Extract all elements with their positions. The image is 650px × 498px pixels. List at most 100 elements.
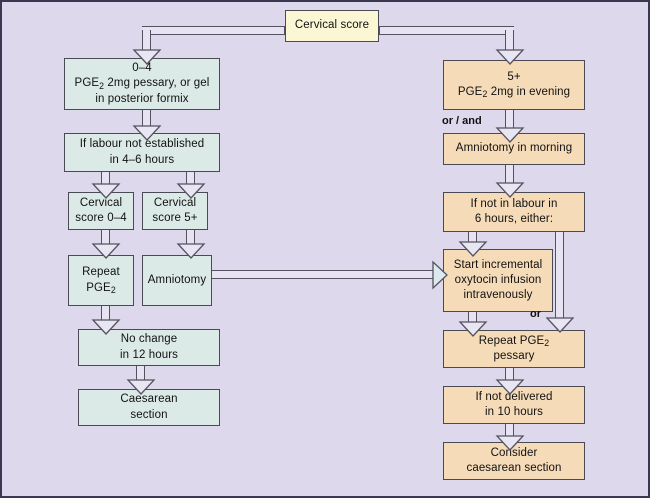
arrowhead-labour-to-score-low (91, 183, 121, 199)
arrowhead-amniotomy-to-oxytocin (432, 260, 448, 290)
node-label: Cervical score 5+ (147, 196, 203, 226)
connector-notlabour-bypass-to-repeat (555, 232, 564, 320)
node-label: 0–4 PGE2 2mg pessary, or gel in posterio… (69, 61, 215, 107)
arrowhead-notdelivered-to-consider (495, 435, 525, 451)
connector-amniotomy-morning-to-notlabour (505, 165, 514, 185)
arrowhead-oxytocin-to-repeat-pessary (458, 321, 488, 337)
arrowhead-amniotomy-morning-to-notlabour (495, 182, 525, 198)
labour-line-2: in 4–6 hours (109, 153, 175, 166)
pge2-prefix: PGE (457, 86, 483, 98)
node-label: If not in labour in 6 hours, either: (448, 197, 580, 227)
node-left-start-pge2-pessary[interactable]: 0–4 PGE2 2mg pessary, or gel in posterio… (64, 58, 220, 110)
labour-line-1: If labour not established (79, 138, 205, 151)
arrowhead-left-start-to-labour (132, 125, 162, 141)
pge2-subscript: 2 (99, 80, 105, 91)
node-right-start-pge2-evening[interactable]: 5+ PGE2 2mg in evening (443, 60, 585, 110)
node-left-labour-not-established[interactable]: If labour not established in 4–6 hours (64, 133, 220, 172)
connector-root-right-vertical (505, 30, 514, 52)
node-left-repeat-pge2[interactable]: Repeat PGE2 (68, 255, 134, 306)
node-label: 5+ PGE2 2mg in evening (448, 70, 580, 100)
connector-repeat-to-notdelivered (505, 368, 514, 382)
pge2-subscript: 2 (110, 284, 116, 295)
repeat-line-1: Repeat (82, 266, 120, 279)
node-left-cervical-score-0-4[interactable]: Cervical score 0–4 (68, 192, 134, 230)
connector-amniotomy-to-oxytocin (212, 270, 436, 279)
consider-line-2: caesarean section (466, 462, 562, 474)
connector-root-to-left-horizontal (142, 26, 285, 35)
node-cervical-score-root[interactable]: Cervical score (285, 10, 379, 42)
node-label: If labour not established in 4–6 hours (69, 137, 215, 167)
node-left-no-change-12-hours[interactable]: No change in 12 hours (78, 329, 220, 366)
node-right-repeat-pge2-pessary[interactable]: Repeat PGE2 pessary (443, 330, 585, 368)
connector-left-start-to-labour (142, 110, 151, 128)
node-right-not-in-labour-6-hours[interactable]: If not in labour in 6 hours, either: (443, 192, 585, 232)
node-label: No change in 12 hours (83, 332, 215, 362)
arrowhead-score-low-to-repeat (91, 243, 121, 259)
node-left-amniotomy[interactable]: Amniotomy (142, 255, 212, 306)
node-label: Consider caesarean section (448, 446, 580, 476)
score-line-2: score 0–4 (75, 212, 127, 224)
notdelivered-line-1: If not delivered (475, 390, 553, 403)
notlabour-line-2: 6 hours, either: (474, 213, 554, 225)
score-line-1: Cervical (153, 196, 197, 209)
caesarean-line-2: section (130, 408, 168, 421)
repeat-line-1: Repeat PGE (478, 334, 545, 347)
arrowhead-root-to-right-start (495, 49, 525, 65)
node-label: Start incremental oxytocin infusion intr… (448, 258, 548, 304)
node-left-cervical-score-5plus[interactable]: Cervical score 5+ (142, 192, 208, 230)
oxytocin-line-1: Start incremental (453, 258, 543, 271)
score-range-label: 0–4 (132, 62, 152, 75)
score-line-1: Cervical (79, 196, 123, 209)
arrowhead-root-to-left-start (132, 49, 162, 65)
consider-line-1: Consider (490, 446, 538, 459)
arrowhead-repeat-to-nochange (91, 319, 121, 335)
repeat-line-2: PGE (86, 281, 111, 294)
connector-score-low-to-repeat (101, 230, 110, 246)
node-label: Caesarean section (83, 392, 215, 422)
arrowhead-nochange-to-caesarean (126, 379, 156, 395)
connector-repeat-to-nochange (101, 306, 110, 322)
notlabour-line-1: If not in labour in (470, 197, 558, 210)
pge2-prefix: PGE (74, 77, 100, 90)
edge-label-or: or (530, 308, 541, 320)
pge2-subscript: 2 (544, 338, 550, 349)
pge2-subscript: 2 (482, 89, 488, 100)
arrowhead-labour-to-score-high (176, 183, 206, 199)
node-label: Repeat PGE2 pessary (448, 334, 580, 364)
oxytocin-line-2: oxytocin infusion (454, 273, 542, 286)
arrowhead-score-high-to-amniotomy (176, 243, 206, 259)
oxytocin-line-3: intravenously (463, 289, 533, 302)
connector-right-start-to-amniotomy-morning (505, 110, 514, 130)
node-label: Amniotomy in morning (455, 142, 573, 155)
route-line: in posterior formix (95, 92, 189, 105)
connector-root-left-vertical (142, 30, 151, 52)
arrowhead-repeat-pessary-to-notdelivered (495, 379, 525, 395)
connector-oxytocin-to-repeat (468, 312, 477, 324)
arrowhead-right-start-to-amniotomy-morning (495, 127, 525, 143)
connector-root-to-right-horizontal (379, 26, 514, 35)
node-right-consider-caesarean-section[interactable]: Consider caesarean section (443, 442, 585, 480)
pge2-suffix: 2mg pessary, or gel (104, 77, 210, 90)
node-label: Cervical score 0–4 (73, 196, 129, 226)
score-line-2: score 5+ (152, 212, 198, 224)
connector-score-high-to-amniotomy (186, 230, 195, 246)
arrowhead-notlabour-to-oxytocin (458, 241, 488, 257)
nochange-line-1: No change (120, 333, 178, 346)
nochange-line-2: in 12 hours (120, 348, 178, 361)
notdelivered-line-2: in 10 hours (485, 406, 543, 418)
connector-labour-to-score-high (186, 172, 195, 186)
caesarean-line-1: Caesarean (120, 393, 178, 406)
node-right-start-oxytocin-infusion[interactable]: Start incremental oxytocin infusion intr… (443, 249, 553, 312)
repeat-line-2: pessary (493, 350, 535, 362)
pge2-suffix: 2mg in evening (487, 86, 571, 98)
connector-notdelivered-to-consider (505, 424, 514, 438)
node-label: Repeat PGE2 (73, 265, 129, 295)
node-left-caesarean-section[interactable]: Caesarean section (78, 389, 220, 426)
arrowhead-bypass-to-repeat-pessary (545, 317, 575, 333)
score-range-label: 5+ (507, 70, 521, 83)
edge-label-or-and: or / and (442, 115, 482, 127)
node-label: Amniotomy (147, 273, 207, 286)
node-label: Cervical score (294, 19, 370, 32)
connector-notlabour-to-oxytocin (468, 232, 477, 244)
